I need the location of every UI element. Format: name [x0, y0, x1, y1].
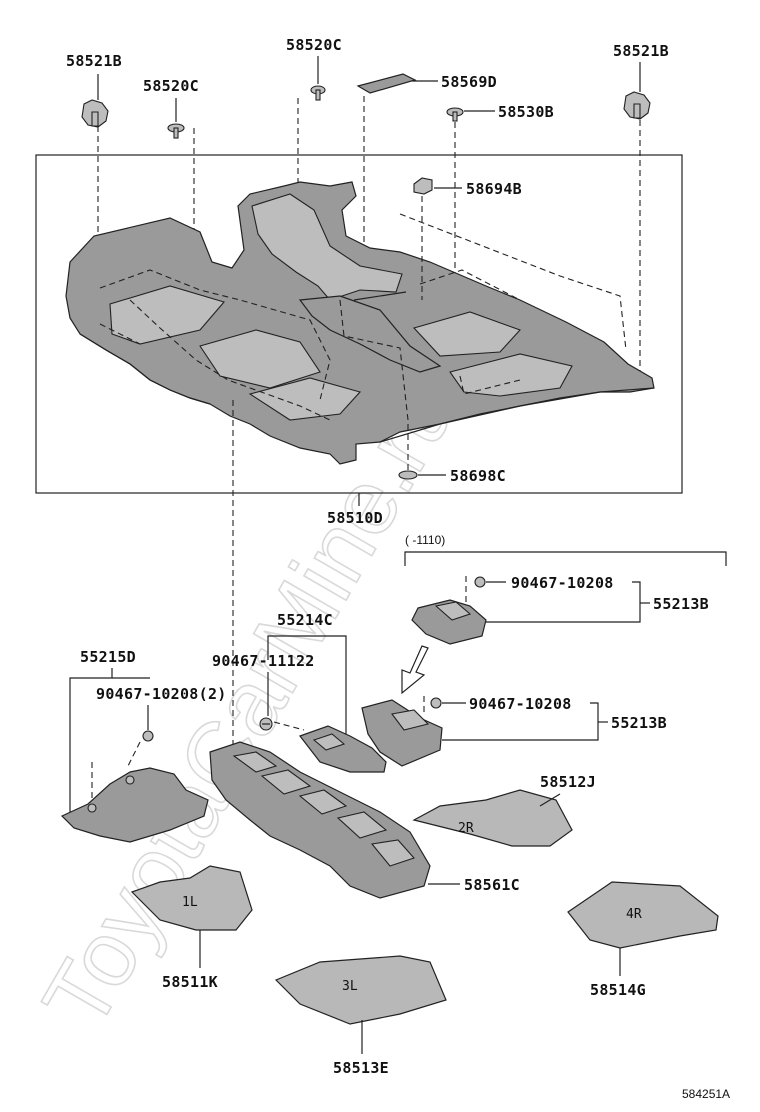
clip-58520C-top: [310, 85, 326, 101]
direction-arrow: [401, 645, 429, 695]
label-55215D: 55215D: [80, 648, 136, 666]
label-55213B-a: 55213B: [653, 595, 709, 613]
clip-58530B: [446, 107, 464, 122]
clip-58698C: [398, 470, 418, 480]
label-58520C-top: 58520C: [286, 36, 342, 54]
label-90467-11122: 90467-11122: [212, 652, 315, 670]
label-58510D: 58510D: [327, 509, 383, 527]
label-90467-10208-b: 90467-10208: [469, 695, 572, 713]
silencer-pad-55215D: [60, 767, 209, 843]
clip-58521B-left: [81, 99, 109, 128]
pad-58569D: [356, 73, 417, 94]
label-55214C: 55214C: [277, 611, 333, 629]
clip-58520C-left: [167, 123, 185, 139]
clip-58521B-right: [623, 91, 651, 120]
label-90467-10208-a: 90467-10208: [511, 574, 614, 592]
label-58512J: 58512J: [540, 773, 596, 791]
floor-mat-58514G: 4R: [567, 881, 719, 949]
nut-90467-10208-a: [474, 576, 486, 588]
mat-mark-2r: 2R: [458, 821, 474, 836]
date-range-note: ( -1110): [405, 533, 445, 547]
floor-mat-58511K: 1L: [130, 865, 253, 931]
label-58514G: 58514G: [590, 981, 646, 999]
label-58698C: 58698C: [450, 467, 506, 485]
silencer-pad-55213B-lower: [361, 699, 443, 767]
screw-90467-11122: [259, 717, 273, 731]
label-58521B-right: 58521B: [613, 42, 669, 60]
label-55213B-b: 55213B: [611, 714, 667, 732]
label-58569D: 58569D: [441, 73, 497, 91]
label-58521B-left: 58521B: [66, 52, 122, 70]
label-58530B: 58530B: [498, 103, 554, 121]
silencer-pad-55214C: [299, 725, 387, 773]
floor-mat-58513E: 3L: [274, 955, 447, 1025]
label-58561C: 58561C: [464, 876, 520, 894]
label-90467-10208-2: 90467-10208(2): [96, 685, 227, 703]
floor-mat-58512J: 2R: [412, 789, 573, 847]
silencer-pad-55213B-upper: [411, 599, 487, 645]
nut-90467-10208-2: [142, 730, 154, 742]
label-58694B: 58694B: [466, 180, 522, 198]
mat-mark-3l: 3L: [342, 979, 358, 994]
mat-mark-1l: 1L: [182, 895, 198, 910]
label-58511K: 58511K: [162, 973, 218, 991]
mat-mark-4r: 4R: [626, 907, 642, 922]
diagram-code: 584251A: [682, 1087, 730, 1101]
floor-tray-58561C: [209, 741, 431, 899]
label-58513E: 58513E: [333, 1059, 389, 1077]
nut-90467-10208-b: [430, 697, 442, 709]
floor-carpet-58510D: [65, 181, 655, 465]
label-58520C-left: 58520C: [143, 77, 199, 95]
clip-58694B: [413, 177, 433, 195]
